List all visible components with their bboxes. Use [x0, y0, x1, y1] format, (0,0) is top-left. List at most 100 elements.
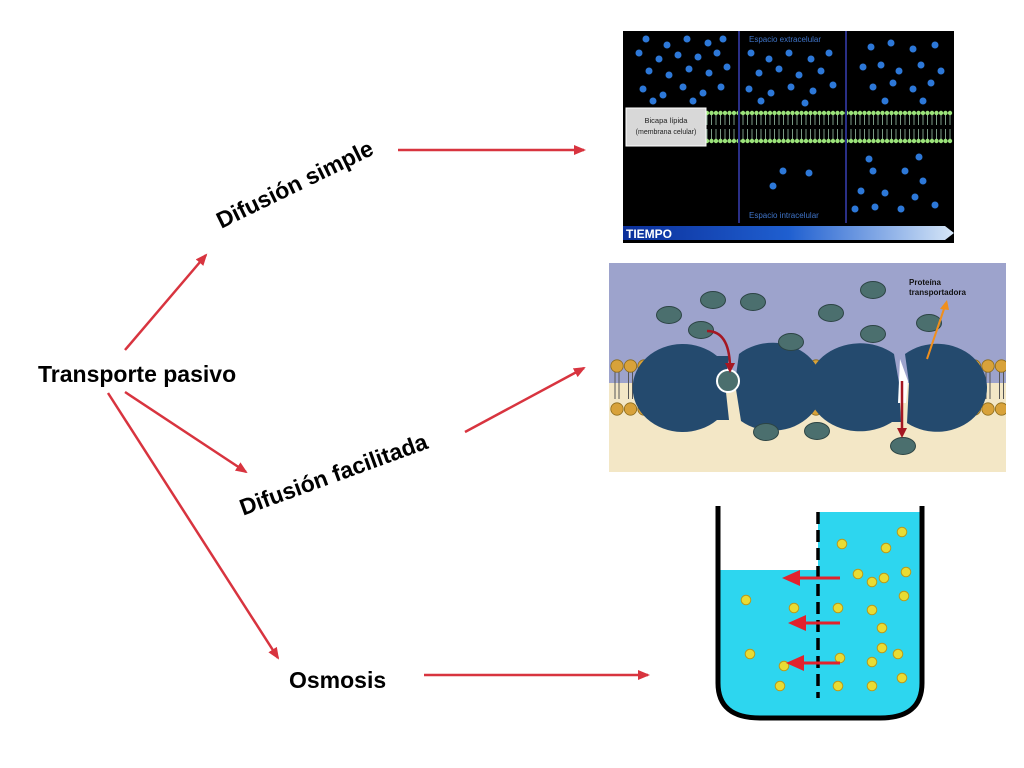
particle: [869, 167, 877, 175]
particle: [665, 71, 673, 79]
intracellular-label: Espacio intracelular: [749, 211, 819, 220]
particle: [663, 41, 671, 49]
solute: [866, 656, 878, 668]
extracellular-label: Espacio extracelular: [749, 35, 821, 44]
particle: [915, 153, 923, 161]
particle: [817, 67, 825, 75]
solute: [876, 622, 888, 634]
solute: [744, 648, 756, 660]
particle: [801, 99, 809, 107]
particle: [779, 167, 787, 175]
particle: [659, 91, 667, 99]
solute-particles-osmosis: [740, 526, 912, 692]
solute: [898, 590, 910, 602]
molecule: [916, 314, 942, 332]
solute: [740, 594, 752, 606]
solute: [876, 642, 888, 654]
osmosis-image: [690, 498, 940, 743]
solute: [892, 648, 904, 660]
solute: [900, 566, 912, 578]
solute: [866, 680, 878, 692]
particle: [805, 169, 813, 177]
particle: [704, 39, 712, 47]
particle: [881, 189, 889, 197]
molecule: [860, 325, 886, 343]
particle: [897, 205, 905, 213]
arrow-root-to-facilitada: [124, 390, 248, 474]
particle: [683, 35, 691, 43]
molecule: [778, 333, 804, 351]
particle: [787, 83, 795, 91]
particle: [825, 49, 833, 57]
particle: [765, 55, 773, 63]
molecule: [860, 281, 886, 299]
particle: [642, 35, 650, 43]
particle: [931, 41, 939, 49]
bilayer-label-1: Bicapa lípida: [645, 116, 689, 125]
solute: [788, 602, 800, 614]
particle: [689, 97, 697, 105]
particle: [859, 63, 867, 71]
particle: [887, 39, 895, 47]
particle: [809, 87, 817, 95]
particle: [889, 79, 897, 87]
particle: [881, 97, 889, 105]
solute: [852, 568, 864, 580]
particle: [645, 67, 653, 75]
particle: [705, 69, 713, 77]
solute: [878, 572, 890, 584]
particle: [699, 89, 707, 97]
solute: [778, 660, 790, 672]
molecule: [753, 423, 779, 441]
particle: [769, 182, 777, 190]
time-label: TIEMPO: [626, 227, 672, 241]
solute: [836, 538, 848, 550]
particle: [867, 43, 875, 51]
particle: [785, 49, 793, 57]
particle: [869, 83, 877, 91]
molecule: [818, 304, 844, 322]
particle: [679, 83, 687, 91]
particle: [635, 49, 643, 57]
molecule: [688, 321, 714, 339]
particle: [927, 79, 935, 87]
particle: [917, 61, 925, 69]
particle: [895, 67, 903, 75]
particle: [649, 97, 657, 105]
particle: [865, 155, 873, 163]
solute: [832, 602, 844, 614]
particle: [807, 55, 815, 63]
molecule: [700, 291, 726, 309]
particle: [674, 51, 682, 59]
particle: [877, 61, 885, 69]
solute: [866, 604, 878, 616]
particle: [909, 85, 917, 93]
carrier-protein-right: [808, 343, 988, 432]
particle: [639, 85, 647, 93]
particle: [901, 167, 909, 175]
particle: [767, 89, 775, 97]
particle: [795, 71, 803, 79]
molecule: [656, 306, 682, 324]
solute: [832, 680, 844, 692]
bilayer-label-2: (membrana celular): [636, 129, 697, 136]
particle: [871, 203, 879, 211]
particle: [829, 81, 837, 89]
simple-diffusion-image: Bicapa lípida (membrana celular) Espacio…: [623, 31, 954, 243]
particle: [655, 55, 663, 63]
particle: [694, 53, 702, 61]
label-osmosis: Osmosis: [289, 667, 387, 693]
particle: [911, 193, 919, 201]
particle: [755, 69, 763, 77]
particle: [713, 49, 721, 57]
particle: [909, 45, 917, 53]
protein-label-1: Proteína: [909, 278, 942, 287]
particle: [919, 97, 927, 105]
arrow-root-to-osmosis: [106, 392, 280, 660]
solute: [896, 526, 908, 538]
particle: [931, 201, 939, 209]
arrow-facilitada-to-image: [464, 366, 586, 434]
carrier-protein-left: [632, 342, 823, 432]
particle: [717, 83, 725, 91]
root-label: Transporte pasivo: [38, 361, 237, 387]
